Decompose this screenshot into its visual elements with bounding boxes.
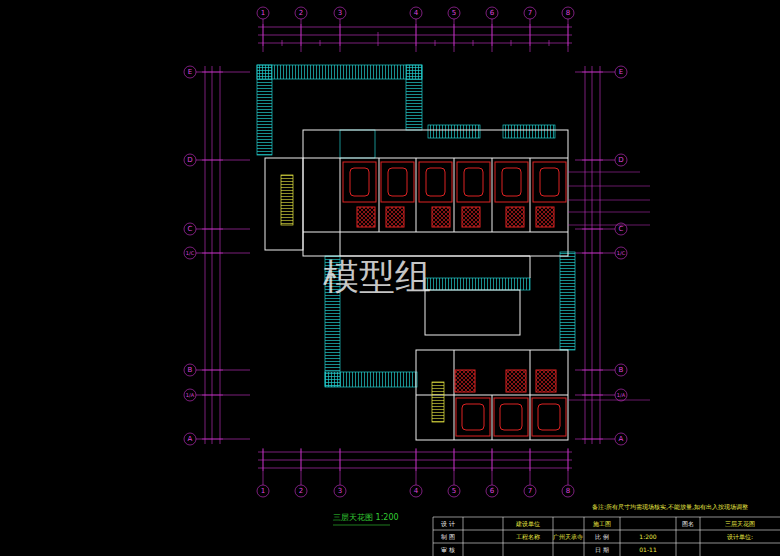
- axis-label: B: [188, 367, 193, 374]
- axis-label: 6: [490, 488, 494, 495]
- axis-label: 1: [261, 488, 265, 495]
- axis-label: D: [618, 157, 623, 164]
- note-text: 备注:所有尺寸均需现场核实,不能放量,如有出入按现场调整: [592, 504, 748, 510]
- axis-label: 1/C: [186, 251, 194, 256]
- title-block-cell: 三层天花图: [725, 521, 755, 527]
- title-block-cell: 日 期: [595, 547, 609, 553]
- axis-label: 2: [299, 488, 303, 495]
- axis-label: D: [187, 157, 192, 164]
- axis-label: 5: [452, 488, 456, 495]
- axis-label: 8: [566, 10, 570, 17]
- title-block-cell: 1:200: [639, 534, 656, 540]
- axis-label: C: [188, 226, 193, 233]
- title-block-cell: 设计单位:: [727, 534, 753, 540]
- title-block-cell: 设 计: [441, 521, 455, 527]
- rooms: [343, 162, 566, 436]
- ceiling-hatch: [257, 65, 575, 387]
- title-block: [333, 517, 780, 556]
- drawing-caption: 三层天花图 1:200: [333, 514, 399, 522]
- title-block-cell: 工程名称: [516, 534, 540, 540]
- leader-lines: [568, 172, 650, 400]
- axis-label: E: [619, 69, 623, 76]
- title-block-cell: 施工图: [593, 521, 611, 527]
- axis-label: 1: [261, 10, 265, 17]
- title-block-cell: 制 图: [441, 534, 455, 540]
- axis-label: 2: [299, 10, 303, 17]
- axis-label: 7: [528, 488, 532, 495]
- axis-label: 5: [452, 10, 456, 17]
- axis-label: 3: [338, 488, 342, 495]
- axis-label: 3: [338, 10, 342, 17]
- stairs: [281, 175, 444, 422]
- axis-label: 6: [490, 10, 494, 17]
- title-block-cell: 比 例: [595, 534, 609, 540]
- title-block-cell: 广州天承寺: [553, 534, 583, 540]
- axis-label: 1/C: [617, 251, 625, 256]
- axis-label: C: [619, 226, 624, 233]
- axis-label: 1/A: [186, 393, 194, 398]
- axis-label: 1/A: [617, 393, 625, 398]
- walls: [265, 130, 568, 440]
- axis-label: A: [619, 436, 624, 443]
- axis-label: E: [188, 69, 192, 76]
- axis-label: 4: [414, 488, 418, 495]
- title-block-cell: 图名: [682, 521, 694, 527]
- axis-label: 8: [566, 488, 570, 495]
- title-block-cell: 审 核: [441, 547, 455, 553]
- axis-label: A: [188, 436, 193, 443]
- title-block-cell: 01-11: [639, 547, 656, 553]
- axis-label: 7: [528, 10, 532, 17]
- axis-label: B: [619, 367, 624, 374]
- axis-grid: [184, 7, 627, 497]
- watermark: 模型组: [323, 259, 431, 295]
- title-block-cell: 建设单位: [516, 521, 540, 527]
- axis-label: 4: [414, 10, 418, 17]
